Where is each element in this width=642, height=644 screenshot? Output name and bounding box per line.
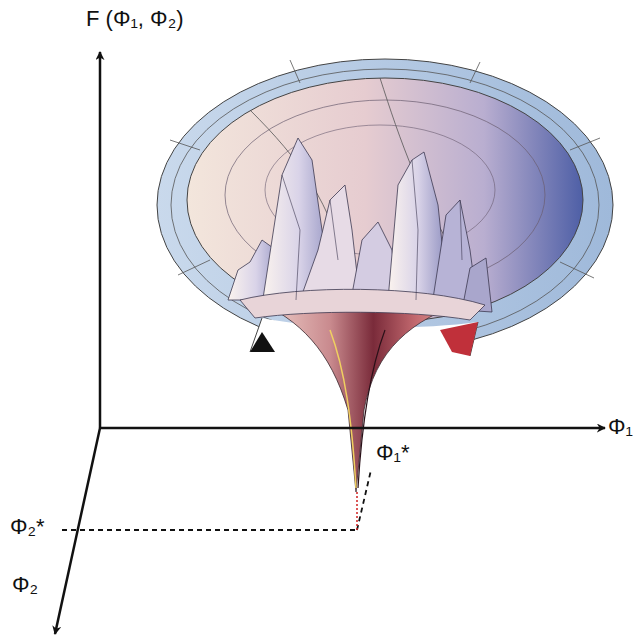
- label-holder: Φ₂: [12, 572, 38, 597]
- axis-label: Φ₁: [608, 414, 633, 439]
- label-holder: Φ₂*: [10, 514, 45, 539]
- axis-title: F (Φ₁, Φ₂): [86, 6, 184, 31]
- label-holder: F (Φ₁, Φ₂): [86, 6, 184, 31]
- label-holder: Φ₁: [608, 414, 633, 439]
- label-holder: Φ₁*: [376, 440, 410, 465]
- optimum-label: Φ₂*: [10, 514, 45, 539]
- axis-label: Φ₂: [12, 572, 38, 597]
- optimum-label: Φ₁*: [376, 440, 410, 465]
